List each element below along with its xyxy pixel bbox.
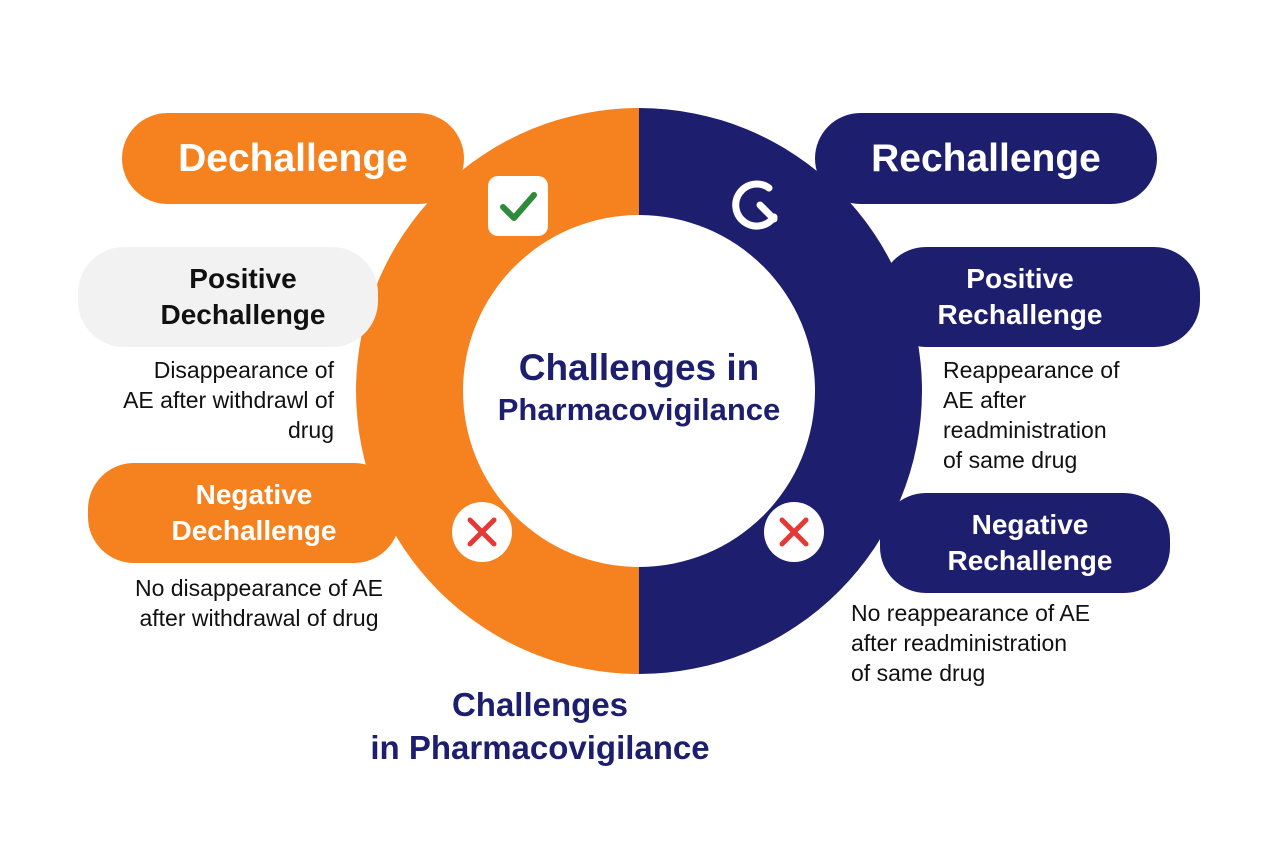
desc-line: Disappearance of: [153, 357, 334, 383]
desc-line: of same drug: [943, 447, 1078, 473]
center-title: Challenges in Pharmacovigilance: [463, 215, 815, 567]
rechallenge-header: Rechallenge: [815, 113, 1157, 204]
desc-line: after readministration: [851, 630, 1068, 656]
negative-dechallenge-pill: Negative Dechallenge: [88, 463, 400, 563]
positive-dechallenge-line1: Positive: [189, 263, 297, 294]
bottom-title-line1: Challenges: [451, 686, 629, 723]
desc-line: AE after withdrawl of: [123, 387, 334, 413]
refresh-icon: [726, 174, 788, 236]
positive-rechallenge-line1: Positive: [966, 263, 1074, 294]
challenge-ring: Challenges in Pharmacovigilance: [356, 108, 922, 674]
negative-rechallenge-line1: Negative: [971, 509, 1089, 540]
desc-line: drug: [287, 417, 334, 443]
negative-dechallenge-line1: Negative: [195, 479, 313, 510]
negative-rechallenge-desc: No reappearance of AE after readministra…: [851, 598, 1151, 688]
desc-line: AE after: [943, 387, 1027, 413]
negative-rechallenge-pill: Negative Rechallenge: [880, 493, 1170, 593]
desc-line: readministration: [943, 417, 1107, 443]
check-icon: [488, 176, 548, 236]
rechallenge-header-label: Rechallenge: [871, 136, 1101, 180]
bottom-title-line2: in Pharmacovigilance: [370, 729, 710, 766]
negative-dechallenge-line2: Dechallenge: [171, 515, 337, 546]
x-icon: [764, 502, 824, 562]
bottom-title: Challenges in Pharmacovigilance: [330, 683, 750, 769]
center-title-line1: Challenges in: [518, 347, 760, 388]
dechallenge-header-label: Dechallenge: [178, 136, 408, 180]
positive-dechallenge-desc: Disappearance of AE after withdrawl of d…: [82, 355, 334, 445]
dechallenge-header: Dechallenge: [122, 113, 464, 204]
desc-line: No disappearance of AE: [134, 575, 384, 601]
positive-dechallenge-line2: Dechallenge: [160, 299, 326, 330]
desc-line: No reappearance of AE: [851, 600, 1091, 626]
positive-rechallenge-line2: Rechallenge: [937, 299, 1103, 330]
center-title-line2: Pharmacovigilance: [497, 392, 781, 427]
positive-rechallenge-pill: Positive Rechallenge: [880, 247, 1200, 347]
negative-dechallenge-desc: No disappearance of AE after withdrawal …: [104, 573, 414, 633]
positive-rechallenge-desc: Reappearance of AE after readministratio…: [943, 355, 1203, 475]
negative-rechallenge-line2: Rechallenge: [947, 545, 1113, 576]
desc-line: of same drug: [851, 660, 986, 686]
positive-dechallenge-pill: Positive Dechallenge: [78, 247, 378, 347]
x-icon: [452, 502, 512, 562]
desc-line: after withdrawal of drug: [139, 605, 379, 631]
desc-line: Reappearance of: [943, 357, 1120, 383]
